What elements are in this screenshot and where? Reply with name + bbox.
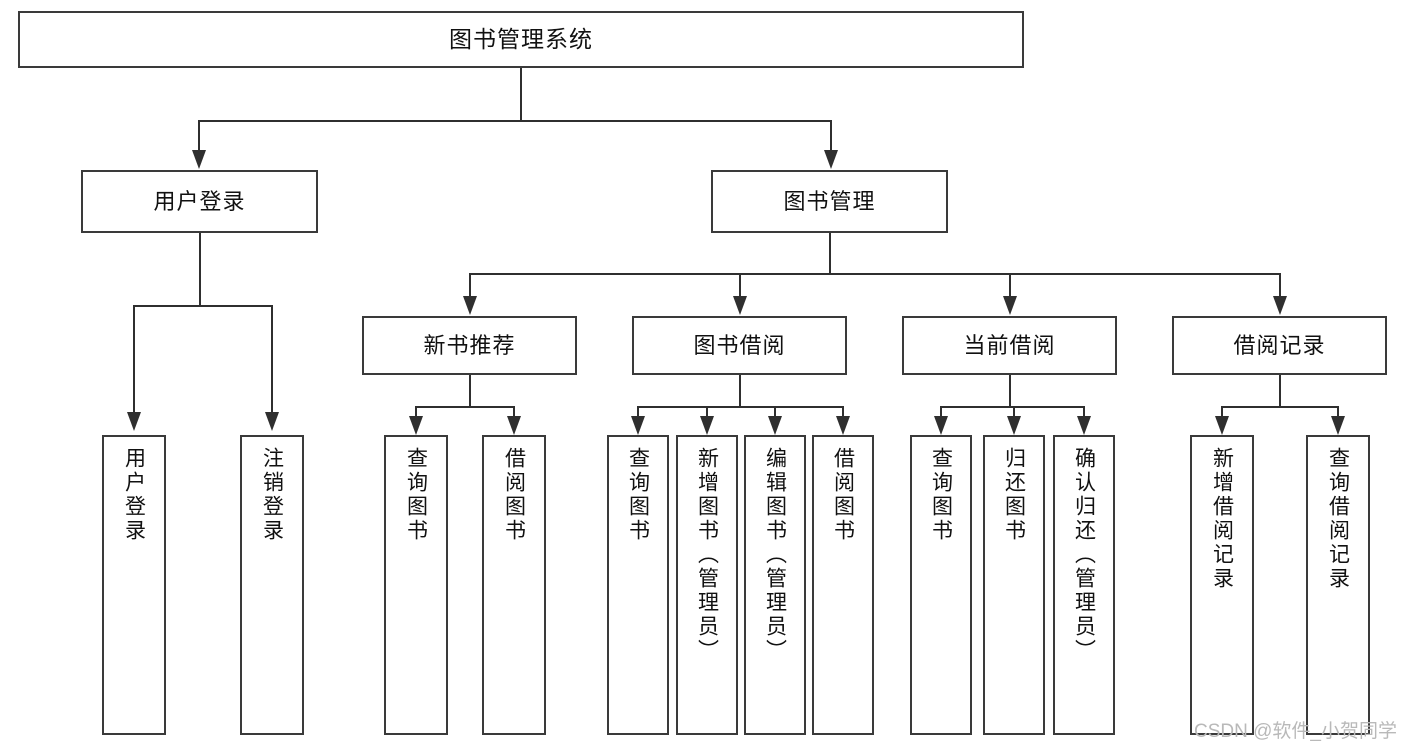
arrow-user-login-to-leaf1 (127, 412, 141, 431)
connector-book-manage-c1-stem (469, 273, 471, 297)
node-leaf-logout[interactable]: 注销登录 (240, 435, 304, 735)
node-leaf-query-record-label: 查询借阅记录 (1326, 447, 1350, 591)
node-user-login-label: 用户登录 (153, 188, 246, 214)
node-leaf-borrow-book-1-label: 借阅图书 (502, 447, 526, 543)
arrow-book-manage-to-borrow-record (1273, 296, 1287, 315)
node-leaf-return-book-label: 归还图书 (1002, 447, 1026, 543)
connector-new-book-rec-l1-stem (415, 406, 417, 417)
connector-book-borrow-trunk (739, 375, 741, 407)
arrow-root-to-book-manage (824, 150, 838, 169)
connector-book-borrow-bus (637, 406, 843, 408)
connector-current-borrow-l2-stem (1013, 406, 1015, 417)
node-new-book-rec-label: 新书推荐 (423, 332, 516, 358)
node-leaf-query-book-1-label: 查询图书 (404, 447, 428, 543)
connector-borrow-record-l1-stem (1221, 406, 1223, 417)
connector-book-manage-trunk (829, 233, 831, 274)
node-leaf-borrow-book-1[interactable]: 借阅图书 (482, 435, 546, 735)
arrow-borrow-record-to-leaf2 (1331, 416, 1345, 435)
connector-current-borrow-bus (940, 406, 1084, 408)
connector-user-login-bus (133, 305, 271, 307)
arrow-book-manage-to-book-borrow (733, 296, 747, 315)
arrow-new-book-rec-to-leaf2 (507, 416, 521, 435)
node-leaf-user-login[interactable]: 用户登录 (102, 435, 166, 735)
connector-user-login-trunk (199, 233, 201, 306)
arrow-book-borrow-to-leaf4 (836, 416, 850, 435)
node-leaf-logout-label: 注销登录 (260, 447, 284, 543)
node-book-borrow-label: 图书借阅 (693, 332, 786, 358)
connector-book-manage-c2-stem (739, 273, 741, 297)
node-leaf-query-record[interactable]: 查询借阅记录 (1306, 435, 1370, 735)
node-leaf-query-book-3[interactable]: 查询图书 (910, 435, 972, 735)
connector-current-borrow-trunk (1009, 375, 1011, 407)
node-leaf-return-book[interactable]: 归还图书 (983, 435, 1045, 735)
connector-book-manage-c4-stem (1279, 273, 1281, 297)
node-leaf-add-book-label: 新增图书（管理员） (695, 447, 719, 663)
connector-new-book-rec-l2-stem (513, 406, 515, 417)
node-leaf-query-book-2-label: 查询图书 (626, 447, 650, 543)
connector-borrow-record-trunk (1279, 375, 1281, 407)
node-leaf-add-book[interactable]: 新增图书（管理员） (676, 435, 738, 735)
connector-book-borrow-l2-stem (706, 406, 708, 417)
connector-user-login-leaf1-stem (133, 305, 135, 413)
node-leaf-query-book-1[interactable]: 查询图书 (384, 435, 448, 735)
connector-root-to-book-manage-stem (830, 120, 832, 151)
connector-new-book-rec-bus (415, 406, 514, 408)
node-leaf-borrow-book-2-label: 借阅图书 (831, 447, 855, 543)
node-user-login[interactable]: 用户登录 (81, 170, 318, 233)
arrow-new-book-rec-to-leaf1 (409, 416, 423, 435)
connector-current-borrow-l3-stem (1083, 406, 1085, 417)
node-leaf-edit-book[interactable]: 编辑图书（管理员） (744, 435, 806, 735)
node-borrow-record-label: 借阅记录 (1233, 332, 1326, 358)
node-leaf-confirm-return[interactable]: 确认归还（管理员） (1053, 435, 1115, 735)
connector-book-borrow-l1-stem (637, 406, 639, 417)
arrow-current-borrow-to-leaf2 (1007, 416, 1021, 435)
node-leaf-add-record[interactable]: 新增借阅记录 (1190, 435, 1254, 735)
arrow-root-to-user-login (192, 150, 206, 169)
arrow-current-borrow-to-leaf1 (934, 416, 948, 435)
connector-book-manage-bus (469, 273, 1280, 275)
node-leaf-query-book-3-label: 查询图书 (929, 447, 953, 543)
node-current-borrow[interactable]: 当前借阅 (902, 316, 1117, 375)
connector-book-manage-c3-stem (1009, 273, 1011, 297)
arrow-current-borrow-to-leaf3 (1077, 416, 1091, 435)
connector-root-trunk (520, 68, 522, 121)
node-leaf-edit-book-label: 编辑图书（管理员） (763, 447, 787, 663)
connector-book-borrow-l3-stem (774, 406, 776, 417)
arrow-book-borrow-to-leaf3 (768, 416, 782, 435)
node-new-book-rec[interactable]: 新书推荐 (362, 316, 577, 375)
node-book-manage-label: 图书管理 (783, 188, 876, 214)
node-current-borrow-label: 当前借阅 (963, 332, 1056, 358)
node-leaf-query-book-2[interactable]: 查询图书 (607, 435, 669, 735)
node-book-borrow[interactable]: 图书借阅 (632, 316, 847, 375)
arrow-borrow-record-to-leaf1 (1215, 416, 1229, 435)
connector-root-to-user-login-stem (198, 120, 200, 151)
connector-borrow-record-l2-stem (1337, 406, 1339, 417)
connector-current-borrow-l1-stem (940, 406, 942, 417)
connector-new-book-rec-trunk (469, 375, 471, 407)
connector-book-borrow-l4-stem (842, 406, 844, 417)
node-borrow-record[interactable]: 借阅记录 (1172, 316, 1387, 375)
node-root[interactable]: 图书管理系统 (18, 11, 1024, 68)
connector-borrow-record-bus (1221, 406, 1338, 408)
node-book-manage[interactable]: 图书管理 (711, 170, 948, 233)
arrow-book-borrow-to-leaf2 (700, 416, 714, 435)
connector-user-login-leaf2-stem (271, 305, 273, 413)
connector-root-bus (198, 120, 832, 122)
node-root-label: 图书管理系统 (449, 25, 593, 52)
arrow-user-login-to-leaf2 (265, 412, 279, 431)
node-leaf-borrow-book-2[interactable]: 借阅图书 (812, 435, 874, 735)
arrow-book-manage-to-current-borrow (1003, 296, 1017, 315)
arrow-book-manage-to-new-book-rec (463, 296, 477, 315)
node-leaf-user-login-label: 用户登录 (122, 447, 146, 543)
arrow-book-borrow-to-leaf1 (631, 416, 645, 435)
node-leaf-add-record-label: 新增借阅记录 (1210, 447, 1234, 591)
node-leaf-confirm-return-label: 确认归还（管理员） (1072, 447, 1096, 663)
